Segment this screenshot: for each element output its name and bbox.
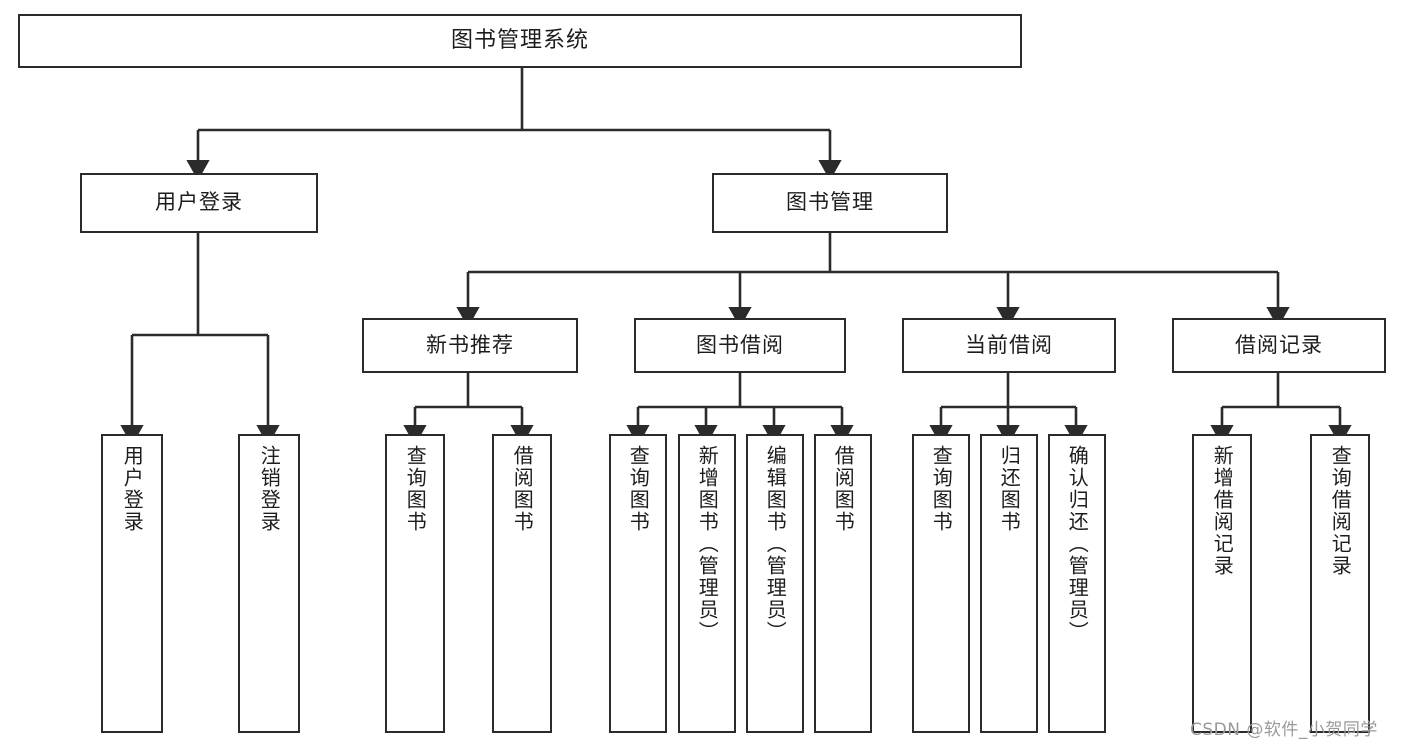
node-leaf-return-book-label: 归还图书 bbox=[997, 445, 1022, 533]
node-leaf-edit-book[interactable]: 编辑图书（管理员） bbox=[746, 434, 804, 733]
node-leaf-user-login-label: 用户登录 bbox=[120, 445, 145, 533]
node-leaf-borrow-book-2[interactable]: 借阅图书 bbox=[814, 434, 872, 733]
node-leaf-add-book[interactable]: 新增图书（管理员） bbox=[678, 434, 736, 733]
node-book-borrow[interactable]: 图书借阅 bbox=[634, 318, 846, 373]
node-leaf-confirm-return-label: 确认归还（管理员） bbox=[1065, 445, 1090, 643]
node-leaf-borrow-book-2-label: 借阅图书 bbox=[831, 445, 856, 533]
node-leaf-user-login[interactable]: 用户登录 bbox=[101, 434, 163, 733]
node-leaf-add-record-label: 新增借阅记录 bbox=[1210, 445, 1235, 577]
node-current-borrow[interactable]: 当前借阅 bbox=[902, 318, 1116, 373]
node-leaf-query-book-3[interactable]: 查询图书 bbox=[912, 434, 970, 733]
node-leaf-return-book[interactable]: 归还图书 bbox=[980, 434, 1038, 733]
node-new-book-recommend-label: 新书推荐 bbox=[426, 332, 514, 357]
node-current-borrow-label: 当前借阅 bbox=[965, 332, 1053, 357]
node-root-label: 图书管理系统 bbox=[450, 27, 589, 53]
node-user-login[interactable]: 用户登录 bbox=[80, 173, 318, 233]
node-leaf-add-record[interactable]: 新增借阅记录 bbox=[1192, 434, 1252, 733]
node-borrow-record-label: 借阅记录 bbox=[1235, 332, 1323, 357]
node-leaf-borrow-book-1-label: 借阅图书 bbox=[510, 445, 535, 533]
node-leaf-query-book-1[interactable]: 查询图书 bbox=[385, 434, 445, 733]
node-leaf-confirm-return[interactable]: 确认归还（管理员） bbox=[1048, 434, 1106, 733]
node-leaf-edit-book-label: 编辑图书（管理员） bbox=[763, 445, 788, 643]
node-book-borrow-label: 图书借阅 bbox=[696, 332, 784, 357]
node-leaf-query-book-2[interactable]: 查询图书 bbox=[609, 434, 667, 733]
node-new-book-recommend[interactable]: 新书推荐 bbox=[362, 318, 578, 373]
node-leaf-query-book-2-label: 查询图书 bbox=[626, 445, 651, 533]
node-leaf-borrow-book-1[interactable]: 借阅图书 bbox=[492, 434, 552, 733]
node-leaf-logout-label: 注销登录 bbox=[257, 445, 282, 533]
node-borrow-record[interactable]: 借阅记录 bbox=[1172, 318, 1386, 373]
node-leaf-add-book-label: 新增图书（管理员） bbox=[695, 445, 720, 643]
node-book-manage-label: 图书管理 bbox=[786, 190, 874, 215]
node-leaf-query-record[interactable]: 查询借阅记录 bbox=[1310, 434, 1370, 733]
node-leaf-query-book-1-label: 查询图书 bbox=[403, 445, 428, 533]
node-book-manage[interactable]: 图书管理 bbox=[712, 173, 948, 233]
node-leaf-logout[interactable]: 注销登录 bbox=[238, 434, 300, 733]
node-leaf-query-book-3-label: 查询图书 bbox=[929, 445, 954, 533]
node-root[interactable]: 图书管理系统 bbox=[18, 14, 1022, 68]
csdn-watermark: CSDN @软件_小贺同学 bbox=[1190, 720, 1378, 740]
node-leaf-query-record-label: 查询借阅记录 bbox=[1328, 445, 1353, 577]
node-user-login-label: 用户登录 bbox=[155, 190, 243, 215]
